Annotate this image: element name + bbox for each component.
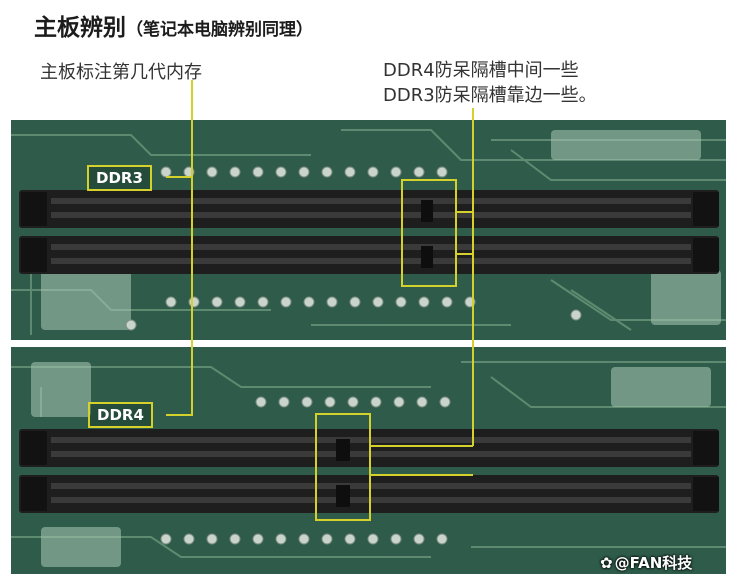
title-subtitle: （笔记本电脑辨别同理） — [126, 20, 313, 40]
page-title: 主板辨别（笔记本电脑辨别同理） — [34, 8, 313, 42]
label-notch-position: DDR4防呆隔槽中间一些 DDR3防呆隔槽靠边一些。 — [383, 58, 597, 108]
watermark: ✿@FAN科技 — [600, 552, 692, 573]
watermark-text: @FAN科技 — [614, 554, 693, 572]
paw-icon: ✿ — [600, 554, 613, 572]
label-ddr3-notch: DDR3防呆隔槽靠边一些。 — [383, 85, 597, 106]
title-main: 主板辨别 — [34, 15, 126, 41]
ddr3-tag: DDR3 — [87, 165, 152, 191]
ddr4-tag: DDR4 — [88, 402, 153, 428]
label-ddr4-notch: DDR4防呆隔槽中间一些 — [383, 60, 579, 81]
ddr3-motherboard-photo — [11, 120, 726, 340]
label-motherboard-marking: 主板标注第几代内存 — [40, 62, 202, 83]
